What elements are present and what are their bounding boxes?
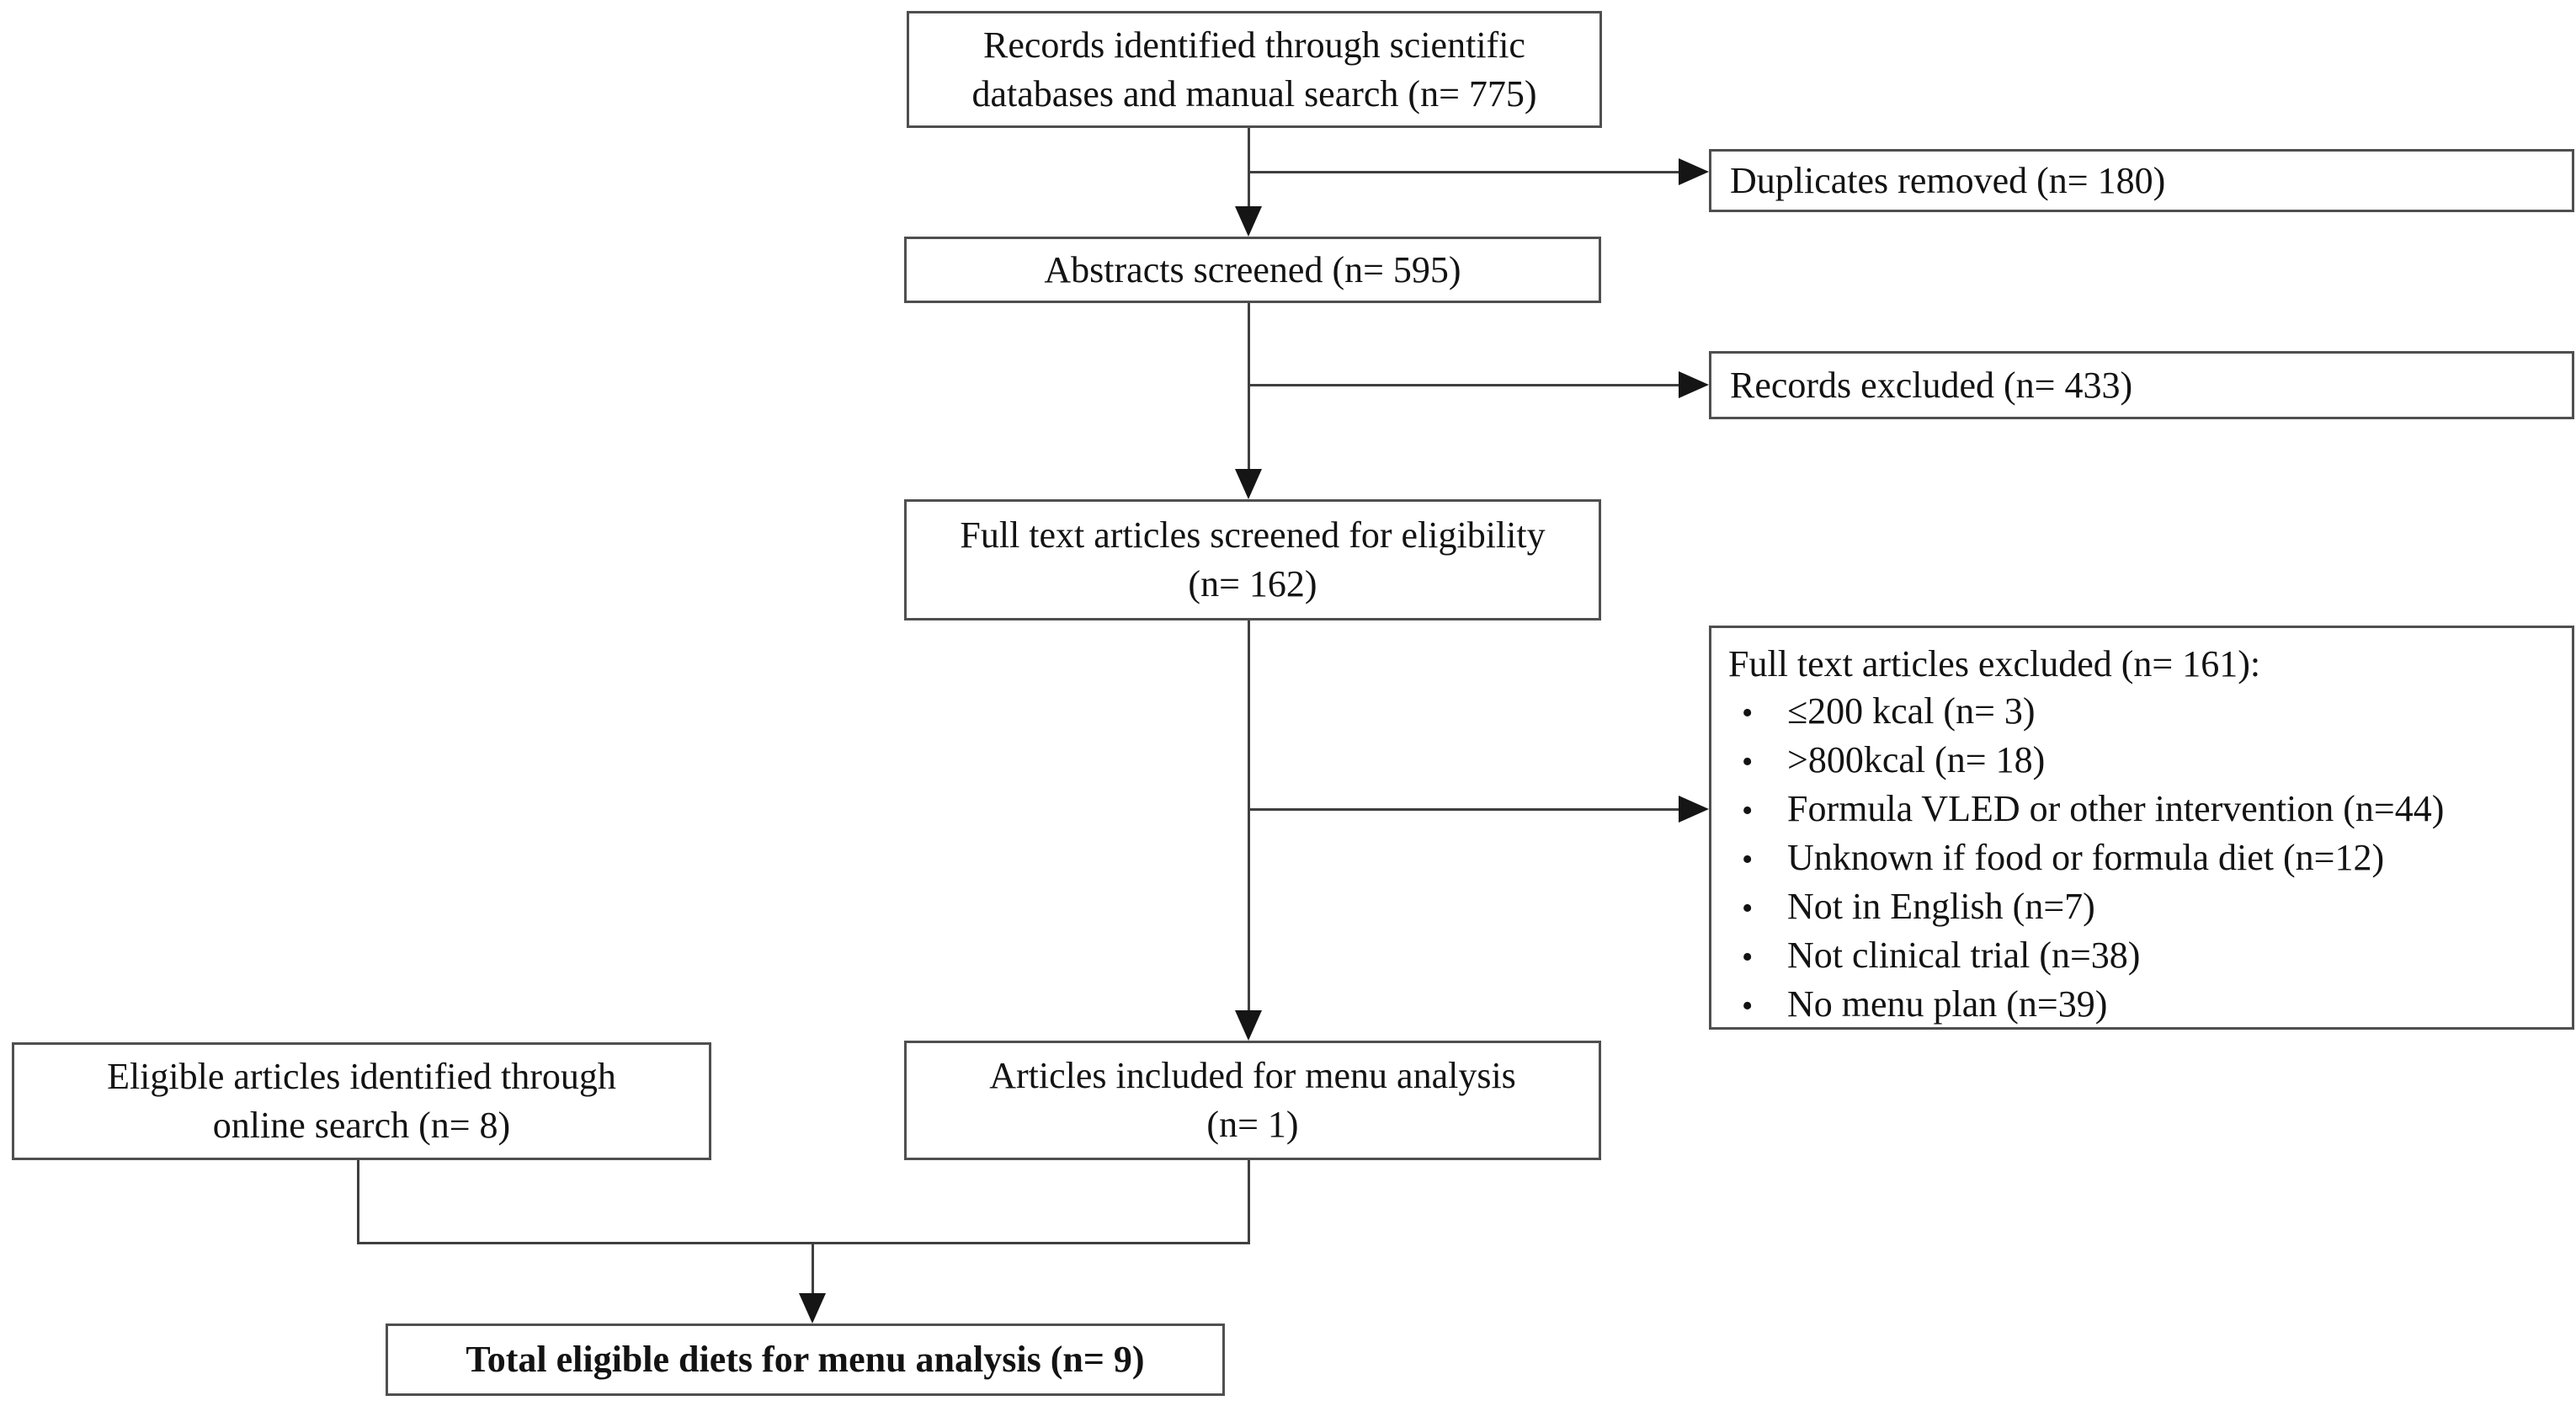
list-item-label: Not in English (n=7) <box>1787 886 2095 927</box>
box-duplicates-removed: Duplicates removed (n= 180) <box>1709 149 2574 212</box>
box-records-excluded: Records excluded (n= 433) <box>1709 351 2574 419</box>
box-eligible-online-search: Eligible articles identified through onl… <box>12 1042 711 1160</box>
list-item-label: No menu plan (n=39) <box>1787 983 2108 1025</box>
list-item: • Not clinical trial (n=38) <box>1728 932 2552 981</box>
list-item-label: >800kcal (n= 18) <box>1787 739 2046 780</box>
bullet-icon: • <box>1742 842 1754 877</box>
box-fulltext-screened: Full text articles screened for eligibil… <box>904 499 1601 620</box>
list-item: • No menu plan (n=39) <box>1728 981 2552 1030</box>
list-item-label: Not clinical trial (n=38) <box>1787 935 2141 976</box>
connector-included-down <box>1248 1160 1250 1244</box>
bullet-icon: • <box>1742 988 1754 1024</box>
arrowhead-into-included-icon <box>1235 1010 1262 1041</box>
list-item: • ≤200 kcal (n= 3) <box>1728 688 2552 737</box>
bullet-icon: • <box>1742 793 1754 828</box>
list-item-label: Unknown if food or formula diet (n=12) <box>1787 837 2385 878</box>
list-item-label: Formula VLED or other intervention (n=44… <box>1787 788 2445 829</box>
branch-to-duplicates-removed <box>1248 171 1681 173</box>
box-records-identified: Records identified through scientific da… <box>907 11 1602 128</box>
box-fulltext-excluded: Full text articles excluded (n= 161): • … <box>1709 626 2574 1030</box>
arrowhead-into-total-icon <box>799 1293 826 1323</box>
box-articles-included: Articles included for menu analysis (n= … <box>904 1041 1601 1160</box>
list-item-label: ≤200 kcal (n= 3) <box>1787 690 2036 732</box>
bullet-icon: • <box>1742 695 1754 731</box>
list-item: • >800kcal (n= 18) <box>1728 737 2552 786</box>
bullet-icon: • <box>1742 891 1754 926</box>
arrowhead-into-fulltext-excluded-icon <box>1679 796 1709 823</box>
connector-merge-horizontal <box>357 1242 1250 1244</box>
branch-to-fulltext-excluded <box>1248 808 1681 811</box>
arrowhead-into-abstracts-icon <box>1235 206 1262 237</box>
box-abstracts-screened: Abstracts screened (n= 595) <box>904 237 1601 303</box>
arrowhead-into-fulltext-icon <box>1235 469 1262 499</box>
connector-records-to-abstracts <box>1248 128 1250 210</box>
bullet-icon: • <box>1742 940 1754 975</box>
branch-to-records-excluded <box>1248 384 1681 386</box>
arrowhead-into-duplicates-icon <box>1679 158 1709 185</box>
box-total-eligible: Total eligible diets for menu analysis (… <box>386 1323 1225 1396</box>
connector-eligible-down <box>357 1160 359 1244</box>
list-item: • Not in English (n=7) <box>1728 883 2552 932</box>
connector-abstracts-to-fulltext <box>1248 303 1250 471</box>
list-item: • Formula VLED or other intervention (n=… <box>1728 786 2552 834</box>
connector-merge-to-total <box>812 1242 814 1296</box>
arrowhead-into-excluded-icon <box>1679 371 1709 398</box>
list-item: • Unknown if food or formula diet (n=12) <box>1728 834 2552 883</box>
fulltext-excluded-title: Full text articles excluded (n= 161): <box>1728 643 2261 684</box>
bullet-icon: • <box>1742 744 1754 780</box>
connector-fulltext-to-included <box>1248 620 1250 1015</box>
